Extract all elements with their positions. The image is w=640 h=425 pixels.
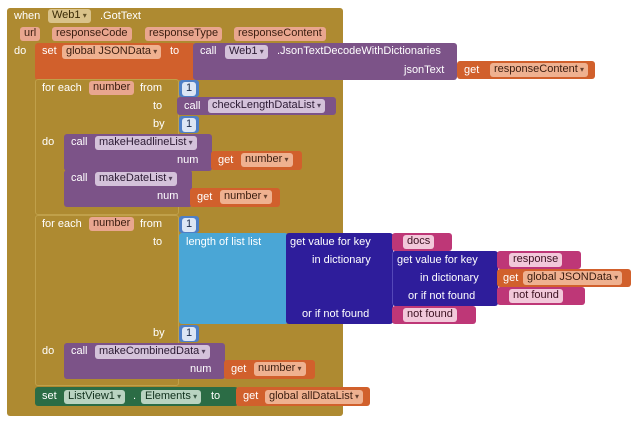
- or-if-not-found-label: or if not found: [408, 290, 476, 302]
- procedure-dropdown[interactable]: makeCombinedData: [95, 345, 210, 359]
- get-label: get: [197, 191, 213, 203]
- in-dictionary-label: in dictionary: [420, 272, 479, 284]
- get-label: get: [464, 64, 480, 76]
- num-label: num: [190, 363, 212, 375]
- get-label: get: [231, 363, 247, 375]
- call-label: call: [71, 172, 88, 184]
- by-label: by: [153, 327, 165, 339]
- length-of-list-block[interactable]: [179, 233, 288, 324]
- procedure-dropdown[interactable]: makeHeadlineList: [95, 136, 197, 150]
- number-value[interactable]: 1: [182, 327, 197, 341]
- to-label: to: [153, 100, 163, 112]
- from-label: from: [140, 82, 162, 94]
- to-label: to: [153, 236, 163, 248]
- event-name: .GotText: [100, 10, 141, 22]
- do-label: do: [42, 136, 55, 148]
- call-label: call: [184, 100, 201, 112]
- component-dropdown[interactable]: Web1: [48, 9, 91, 23]
- number-value[interactable]: 1: [182, 82, 197, 96]
- loop-variable[interactable]: number: [89, 81, 135, 95]
- param-responsecode[interactable]: responseCode: [52, 27, 132, 41]
- do-label: do: [42, 345, 55, 357]
- get-value-for-key-label: get value for key: [397, 254, 478, 266]
- variable-dropdown[interactable]: number: [220, 190, 272, 204]
- for-each-label: for each: [42, 218, 82, 230]
- set-label: set: [42, 390, 57, 402]
- get-label: get: [503, 272, 519, 284]
- to-label: to: [211, 390, 221, 402]
- method-name: .JsonTextDecodeWithDictionaries: [277, 45, 441, 57]
- variable-dropdown[interactable]: global allDataList: [265, 390, 364, 404]
- text-docs[interactable]: docs: [403, 235, 435, 249]
- set-label: set: [42, 45, 57, 57]
- procedure-dropdown[interactable]: makeDateList: [95, 172, 177, 186]
- in-dictionary-label: in dictionary: [312, 254, 371, 266]
- or-if-not-found-label: or if not found: [302, 308, 370, 320]
- number-value[interactable]: 1: [182, 218, 197, 232]
- when-label: when: [14, 10, 41, 22]
- property-dropdown[interactable]: Elements: [141, 390, 202, 404]
- get-value-for-key-inner-block[interactable]: [392, 251, 498, 306]
- jsontext-label: jsonText: [404, 64, 445, 76]
- procedure-dropdown[interactable]: checkLengthDataList: [208, 99, 325, 113]
- length-of-list-label: length of list list: [186, 236, 262, 248]
- call-label: call: [71, 345, 88, 357]
- param-responsetype[interactable]: responseType: [145, 27, 223, 41]
- number-value[interactable]: 1: [182, 118, 197, 132]
- text-response[interactable]: response: [509, 253, 563, 267]
- call-label: call: [200, 45, 217, 57]
- variable-dropdown[interactable]: responseContent: [490, 63, 589, 77]
- num-label: num: [157, 190, 179, 202]
- by-label: by: [153, 118, 165, 130]
- variable-dropdown[interactable]: global JSONData: [62, 45, 162, 59]
- component-dropdown[interactable]: ListView1: [64, 390, 126, 404]
- loop-variable[interactable]: number: [89, 217, 135, 231]
- variable-dropdown[interactable]: number: [254, 362, 306, 376]
- variable-dropdown[interactable]: global JSONData: [523, 271, 623, 285]
- for-each-label: for each: [42, 82, 82, 94]
- dot-label: .: [133, 390, 137, 402]
- num-label: num: [177, 154, 199, 166]
- param-responsecontent[interactable]: responseContent: [234, 27, 326, 41]
- variable-dropdown[interactable]: number: [241, 153, 293, 167]
- param-url[interactable]: url: [20, 27, 41, 41]
- get-label: get: [218, 154, 234, 166]
- do-label: do: [14, 45, 27, 57]
- get-value-for-key-label: get value for key: [290, 236, 371, 248]
- from-label: from: [140, 218, 162, 230]
- get-value-for-key-outer-block[interactable]: [286, 233, 393, 324]
- get-label: get: [243, 390, 259, 402]
- to-label: to: [170, 45, 180, 57]
- component-dropdown[interactable]: Web1: [225, 45, 268, 59]
- call-label: call: [71, 136, 88, 148]
- text-not-found[interactable]: not found: [403, 308, 457, 322]
- text-not-found[interactable]: not found: [509, 289, 563, 303]
